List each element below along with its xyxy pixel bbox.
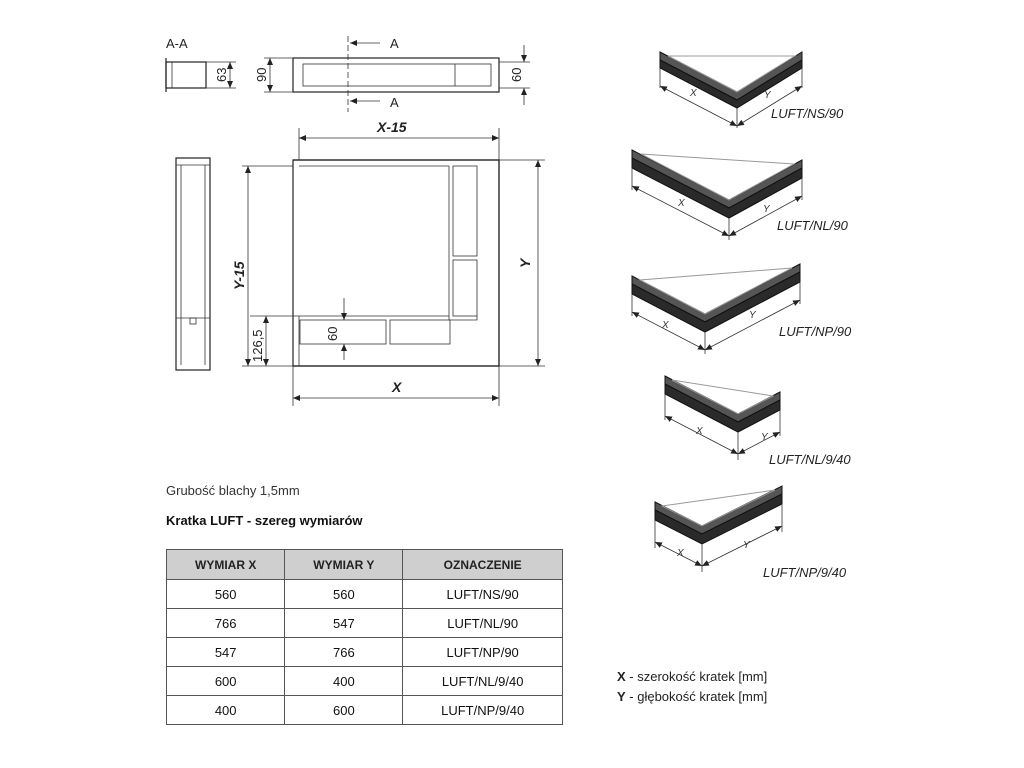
legend-x-text: - szerokość kratek [mm] <box>625 669 768 684</box>
cell-x: 400 <box>165 695 286 725</box>
grille-3-y: Y <box>749 310 757 321</box>
plan-dim-left: Y-15 <box>231 261 247 290</box>
cell-y: 400 <box>284 666 404 696</box>
grille-3-x: X <box>661 320 669 331</box>
header-oznaczenie: OZNACZENIE <box>402 549 563 580</box>
cut-label-top: A <box>390 36 399 51</box>
plan-dim-right: Y <box>517 257 533 268</box>
grille-1-x: X <box>689 88 697 99</box>
top-dim-right: 60 <box>509 68 524 82</box>
plan-dim-offset: 126,5 <box>250 329 265 362</box>
cell-code: LUFT/NL/9/40 <box>402 666 563 696</box>
cell-x: 600 <box>165 666 286 696</box>
plan-dim-bottom: X <box>391 379 403 395</box>
table-row: 400 600 LUFT/NP/9/40 <box>165 695 563 725</box>
grille-1-y: Y <box>764 90 772 101</box>
table-row: 547 766 LUFT/NP/90 <box>165 637 563 667</box>
grille-view-4: X Y LUFT/NL/9/40 <box>664 375 851 467</box>
grille-view-1: X Y LUFT/NS/90 <box>659 51 844 128</box>
legend-x-key: X <box>617 669 626 684</box>
grille-view-3: X Y LUFT/NP/90 <box>631 263 852 354</box>
cell-x: 766 <box>165 608 286 638</box>
table-header-row: WYMIAR X WYMIAR Y OZNACZENIE <box>165 549 563 580</box>
cell-code: LUFT/NP/9/40 <box>402 695 563 725</box>
table-row: 766 547 LUFT/NL/90 <box>165 608 563 638</box>
grille-4-x: X <box>695 426 703 437</box>
section-label: A-A <box>166 36 188 51</box>
cell-code: LUFT/NL/90 <box>402 608 563 638</box>
header-wymiar-x: WYMIAR X <box>165 549 286 580</box>
grille-4-y: Y <box>761 432 769 443</box>
plan-view: X-15 Y-15 126,5 60 Y X <box>231 119 545 406</box>
top-view: 90 60 A A <box>254 36 530 112</box>
grille-5-label: LUFT/NP/9/40 <box>763 565 847 580</box>
grille-view-2: X Y LUFT/NL/90 <box>631 149 849 240</box>
grille-4-label: LUFT/NL/9/40 <box>769 452 851 467</box>
grille-5-x: X <box>676 548 684 559</box>
cell-y: 600 <box>284 695 404 725</box>
table-row: 600 400 LUFT/NL/9/40 <box>165 666 563 696</box>
cell-code: LUFT/NS/90 <box>402 579 563 609</box>
plan-dim-top: X-15 <box>376 119 407 135</box>
legend-x: X - szerokość kratek [mm] <box>617 669 767 684</box>
section-dim-height: 63 <box>214 68 229 82</box>
side-profile <box>175 157 211 371</box>
sheet-thickness-note: Grubość blachy 1,5mm <box>166 483 300 498</box>
cell-x: 547 <box>165 637 286 667</box>
table-row: 560 560 LUFT/NS/90 <box>165 579 563 609</box>
cut-label-bottom: A <box>390 95 399 110</box>
cell-y: 560 <box>284 579 404 609</box>
legend-y-key: Y <box>617 689 626 704</box>
grille-2-x: X <box>677 198 685 209</box>
plan-dim-slot: 60 <box>325 327 340 341</box>
grille-2-y: Y <box>763 204 771 215</box>
dimensions-table: WYMIAR X WYMIAR Y OZNACZENIE 560 560 LUF… <box>165 549 563 725</box>
top-dim-left: 90 <box>254 68 269 82</box>
section-view-a-a: A-A 63 <box>165 36 236 92</box>
grille-5-y: Y <box>743 540 751 551</box>
grille-3-label: LUFT/NP/90 <box>779 324 852 339</box>
series-title: Kratka LUFT - szereg wymiarów <box>166 513 363 528</box>
header-wymiar-y: WYMIAR Y <box>284 549 404 580</box>
grille-1-label: LUFT/NS/90 <box>771 106 844 121</box>
cell-y: 547 <box>284 608 404 638</box>
cell-x: 560 <box>165 579 286 609</box>
grille-2-label: LUFT/NL/90 <box>777 218 849 233</box>
legend-y-text: - głębokość kratek [mm] <box>625 689 768 704</box>
legend-y: Y - głębokość kratek [mm] <box>617 689 767 704</box>
grille-view-5: X Y LUFT/NP/9/40 <box>654 485 847 580</box>
cell-y: 766 <box>284 637 404 667</box>
cell-code: LUFT/NP/90 <box>402 637 563 667</box>
